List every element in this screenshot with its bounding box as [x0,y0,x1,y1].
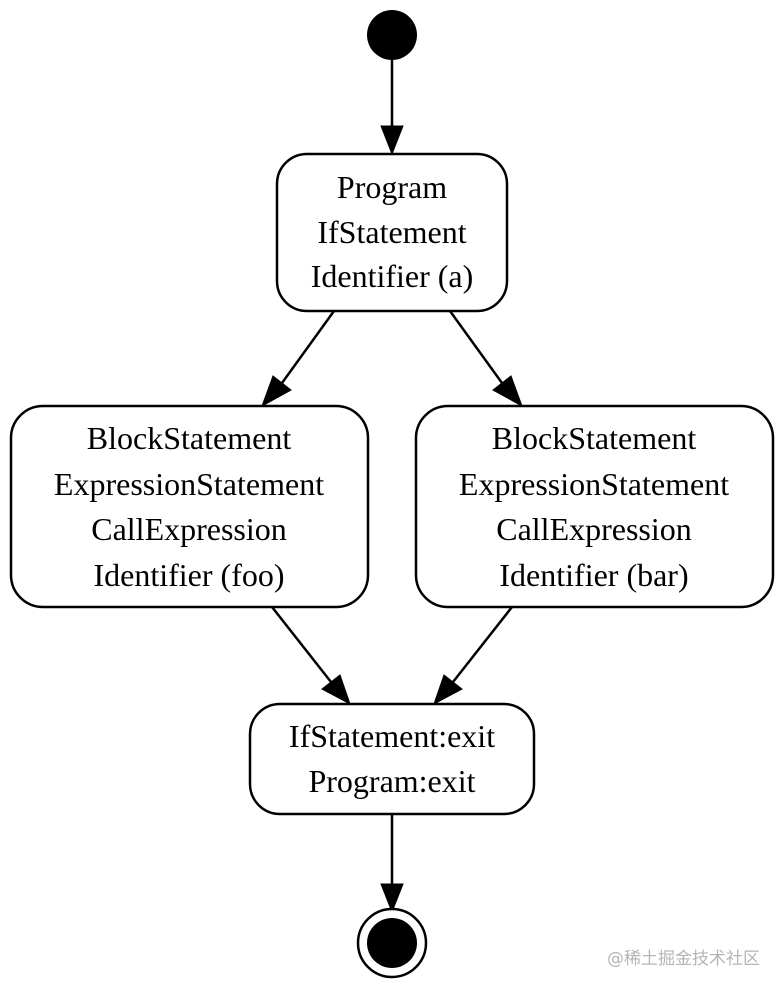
node-block-foo-line-2: ExpressionStatement [54,466,324,502]
arrowhead-icon [380,883,404,914]
arrowhead-icon [321,674,351,706]
edge-block-foo-to-exit [271,606,332,683]
node-program-line-3: Identifier (a) [311,258,474,294]
node-block-bar: BlockStatement ExpressionStatement CallE… [414,404,775,609]
edge-block-bar-to-exit [452,606,513,683]
node-block-foo-line-1: BlockStatement [87,420,292,456]
node-block-foo-line-4: Identifier (foo) [93,557,284,593]
node-exit-line-1: IfStatement:exit [289,718,495,754]
edge-program-to-block-foo [280,310,336,384]
node-program-line-1: Program [337,169,447,205]
arrowhead-icon [380,125,404,156]
node-exit: IfStatement:exit Program:exit [248,702,536,816]
edge-program-to-block-bar [448,310,504,384]
node-exit-line-2: Program:exit [308,763,475,799]
node-block-bar-line-1: BlockStatement [492,420,697,456]
initial-state [367,10,417,60]
watermark: @稀土掘金技术社区 [607,949,760,969]
arrowhead-icon [492,375,523,408]
arrowhead-icon [261,375,292,408]
node-program-line-2: IfStatement [317,214,466,250]
final-state-core [367,918,417,968]
arrowhead-icon [433,674,463,706]
node-block-bar-line-2: ExpressionStatement [459,466,729,502]
node-block-foo-line-3: CallExpression [91,511,287,547]
node-block-bar-line-4: Identifier (bar) [499,557,688,593]
node-block-foo: BlockStatement ExpressionStatement CallE… [9,404,370,609]
node-program: Program IfStatement Identifier (a) [275,152,509,313]
node-block-bar-line-3: CallExpression [496,511,692,547]
